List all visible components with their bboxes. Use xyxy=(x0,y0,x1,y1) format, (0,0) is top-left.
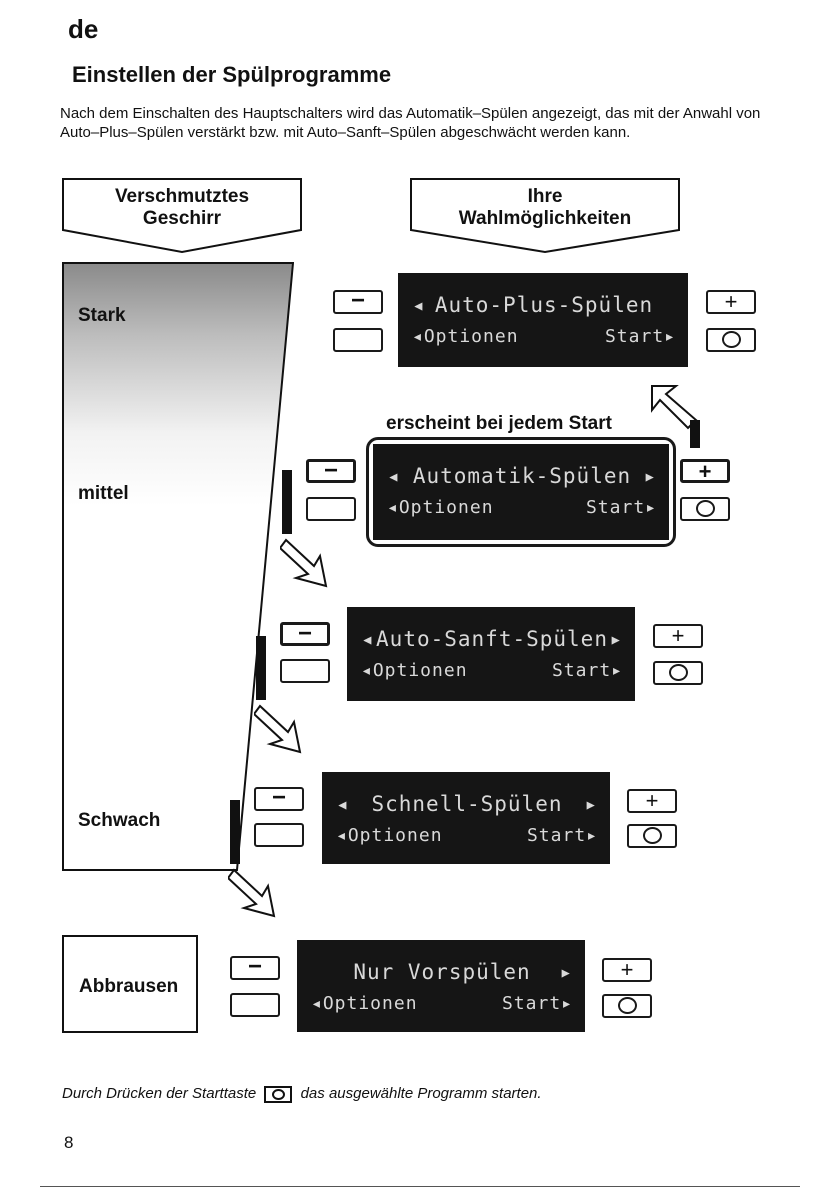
down-arrow-icon xyxy=(254,636,314,756)
display-arrow-left: ◂ xyxy=(387,464,401,488)
level-rinse: Abbrausen xyxy=(79,976,179,997)
page-number: 8 xyxy=(64,1133,74,1152)
display-arrow-right: ▸ xyxy=(559,960,573,984)
minus-button-1[interactable]: − xyxy=(333,289,383,314)
footer-text-after: das ausgewählte Programm starten. xyxy=(300,1085,542,1102)
start-circle-icon xyxy=(668,663,688,681)
minus-button-2[interactable]: − xyxy=(306,459,356,483)
display-arrow-right: ▸ xyxy=(584,792,598,816)
down-arrow-icon xyxy=(280,470,340,590)
footer-text-before: Durch Drücken der Starttaste xyxy=(62,1085,257,1102)
display-schnell: ◂ Schnell-Spülen ▸ ◂Optionen Start▸ xyxy=(322,772,610,864)
start-button-3[interactable] xyxy=(653,661,703,685)
start-circle-icon xyxy=(617,996,637,1014)
level-strong: Stark xyxy=(78,305,126,326)
rinse-box: Abbrausen xyxy=(62,935,198,1033)
program-name-nur-vorspuelen: Nur Vorspülen xyxy=(353,960,531,984)
minus-button-3[interactable]: − xyxy=(280,622,330,646)
down-arrow-icon xyxy=(228,800,288,920)
options-label: ◂Optionen xyxy=(361,660,468,681)
soil-intensity-shape xyxy=(62,262,294,871)
plus-button-3[interactable]: + xyxy=(653,624,703,648)
current-program-frame: ◂ Automatik-Spülen ▸ ◂Optionen Start▸ xyxy=(366,437,676,547)
program-name-schnell: Schnell-Spülen xyxy=(371,792,563,816)
options-header-shape xyxy=(410,178,680,254)
blank-button-4[interactable] xyxy=(254,823,304,847)
blank-button-5[interactable] xyxy=(230,993,280,1017)
options-label: ◂Optionen xyxy=(311,993,418,1014)
display-arrow-right: ▸ xyxy=(609,627,623,651)
start-label: Start▸ xyxy=(604,326,676,347)
display-nur-vorspuelen: Nur Vorspülen ▸ ◂Optionen Start▸ xyxy=(297,940,585,1032)
start-button-5[interactable] xyxy=(602,994,652,1018)
options-label: ◂Optionen xyxy=(336,825,443,846)
plus-button-4[interactable]: + xyxy=(627,789,677,813)
start-label: Start▸ xyxy=(526,825,598,846)
program-name-auto-sanft: Auto-Sanft-Spülen xyxy=(376,627,608,651)
bottom-rule xyxy=(40,1186,800,1187)
soil-header: Verschmutztes Geschirr xyxy=(62,178,302,254)
display-arrow-right: ▸ xyxy=(643,464,657,488)
display-arrow-left: ◂ xyxy=(412,293,426,317)
footer-instruction: Durch Drücken der Starttaste das ausgewä… xyxy=(62,1085,542,1103)
start-button-2[interactable] xyxy=(680,497,730,521)
display-auto-sanft: ◂ Auto-Sanft-Spülen ▸ ◂Optionen Start▸ xyxy=(347,607,635,701)
start-label: Start▸ xyxy=(585,497,657,518)
plus-button-1[interactable]: + xyxy=(706,290,756,314)
start-circle-icon xyxy=(642,826,662,844)
options-header-line2: Wahlmöglichkeiten xyxy=(458,208,632,229)
options-header: Ihre Wahlmöglichkeiten xyxy=(410,178,680,254)
section-title: Einstellen der Spülprogramme xyxy=(72,62,392,87)
level-medium: mittel xyxy=(78,483,129,504)
start-button-1[interactable] xyxy=(706,328,756,352)
plus-button-5[interactable]: + xyxy=(602,958,652,982)
start-circle-icon xyxy=(695,499,715,517)
soil-header-line1: Verschmutztes xyxy=(114,186,250,207)
start-circle-icon xyxy=(721,330,741,348)
intro-text: Nach dem Einschalten des Hauptschalters … xyxy=(60,105,761,141)
options-header-line1: Ihre xyxy=(527,186,563,207)
start-button-4[interactable] xyxy=(627,824,677,848)
start-label: Start▸ xyxy=(501,993,573,1014)
options-label: ◂Optionen xyxy=(412,326,519,347)
start-key-icon xyxy=(264,1085,293,1103)
options-label: ◂Optionen xyxy=(387,497,494,518)
display-arrow-left: ◂ xyxy=(336,792,350,816)
start-label: Start▸ xyxy=(551,660,623,681)
minus-button-5[interactable]: − xyxy=(230,955,280,980)
blank-button-3[interactable] xyxy=(280,659,330,683)
blank-button-1[interactable] xyxy=(333,328,383,352)
language-tag: de xyxy=(68,14,99,44)
program-name-auto-plus: Auto-Plus-Spülen xyxy=(434,293,654,317)
display-arrow-left: ◂ xyxy=(361,627,375,651)
display-auto-plus: ◂ Auto-Plus-Spülen ◂Optionen Start▸ xyxy=(398,273,688,367)
soil-header-shape xyxy=(62,178,302,254)
display-automatik: ◂ Automatik-Spülen ▸ ◂Optionen Start▸ xyxy=(373,444,669,540)
minus-button-4[interactable]: − xyxy=(254,786,304,811)
soil-intensity-wedge xyxy=(62,262,294,872)
soil-header-line2: Geschirr xyxy=(142,208,222,229)
startup-note: erscheint bei jedem Start xyxy=(386,413,612,434)
blank-button-2[interactable] xyxy=(306,497,356,521)
program-name-automatik: Automatik-Spülen xyxy=(412,464,632,488)
level-weak: Schwach xyxy=(78,810,161,831)
up-arrow-icon xyxy=(648,380,708,450)
plus-button-2[interactable]: + xyxy=(680,459,730,483)
